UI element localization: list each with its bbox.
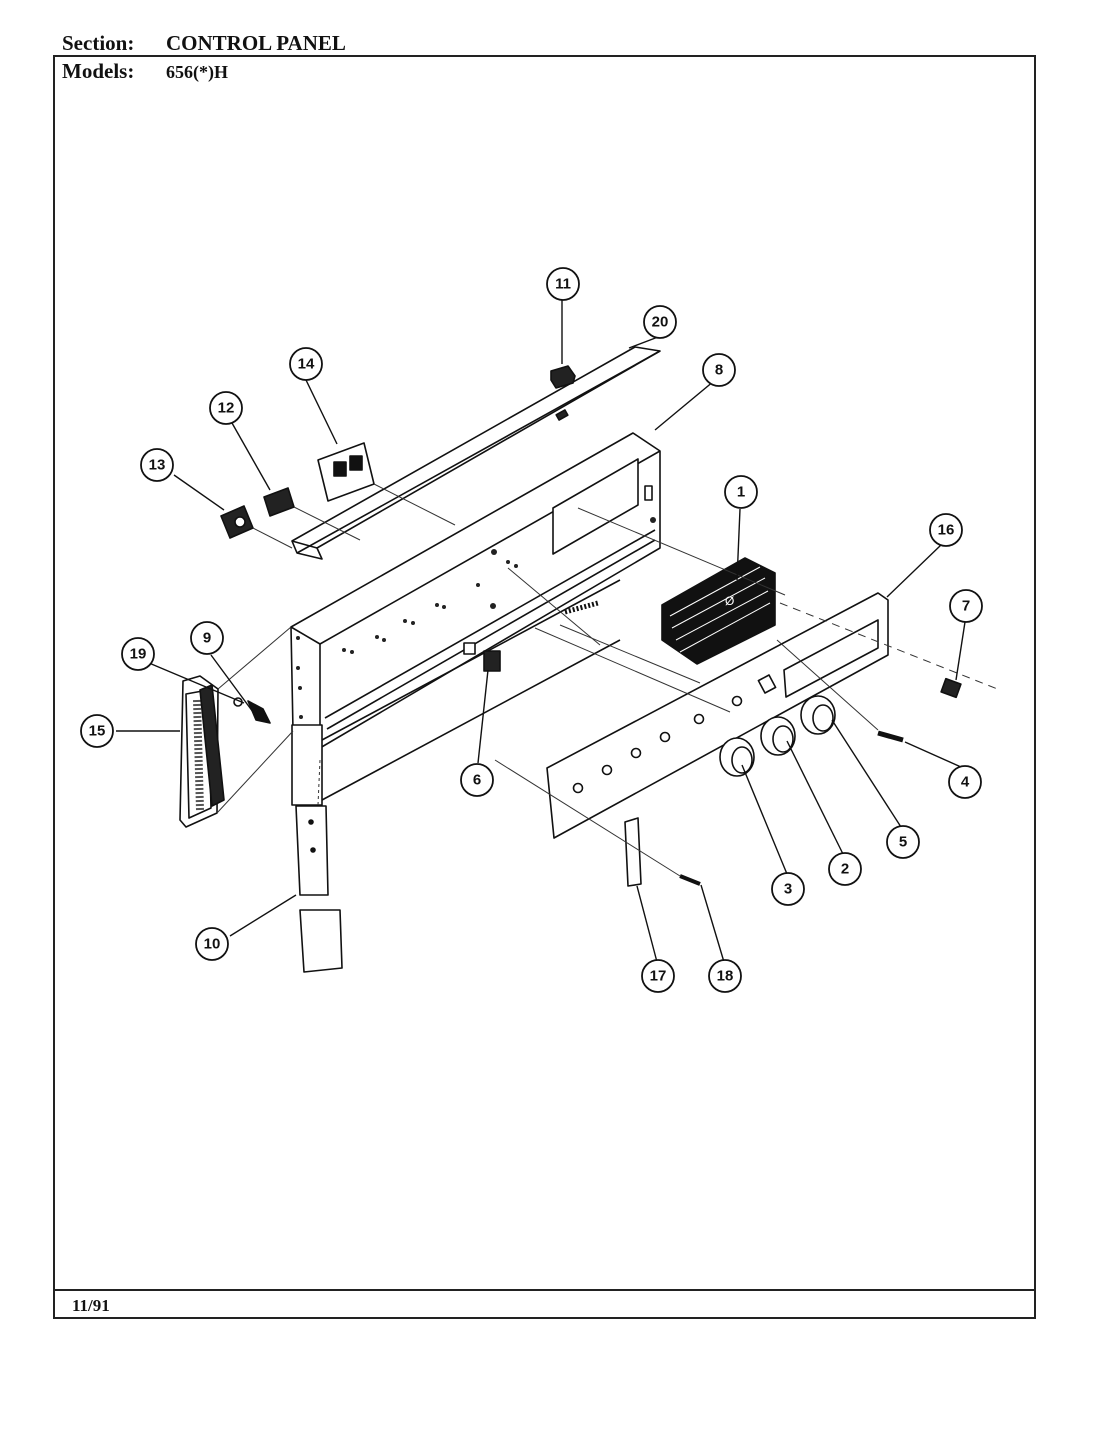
svg-text:Ø: Ø (725, 594, 734, 608)
svg-text:4: 4 (961, 774, 970, 791)
part-bulb-7 (940, 677, 962, 699)
section-row: Section: CONTROL PANEL (62, 32, 346, 54)
callout-1: 1 (724, 475, 758, 509)
callout-2: 2 (828, 852, 862, 886)
svg-text:2: 2 (841, 861, 849, 878)
callout-11: 11 (546, 267, 580, 301)
callout-6: 6 (460, 763, 494, 797)
page-frame (53, 55, 1036, 1319)
svg-text:8: 8 (715, 362, 723, 379)
callout-15: 15 (80, 714, 114, 748)
svg-text:11: 11 (555, 276, 571, 293)
svg-text:20: 20 (652, 314, 669, 331)
part-switch-block (317, 442, 375, 502)
svg-text:18: 18 (717, 968, 734, 985)
part-connector-6 (483, 650, 501, 672)
part-knob-5 (800, 695, 836, 735)
part-switch-small (263, 487, 295, 517)
part-screw-4 (877, 730, 904, 743)
part-clock-board: Ø (661, 557, 776, 665)
part-top-trim-strip (291, 346, 661, 560)
callout-16: 16 (929, 513, 963, 547)
callout-17: 17 (641, 959, 675, 993)
part-front-panel (546, 592, 889, 839)
part-switch-top (550, 365, 576, 389)
part-bracket (295, 805, 343, 973)
callout-5: 5 (886, 825, 920, 859)
callout-8: 8 (702, 353, 736, 387)
callout-18: 18 (708, 959, 742, 993)
callout-4: 4 (948, 765, 982, 799)
svg-text:1: 1 (737, 484, 745, 501)
models-label: Models: (62, 59, 135, 83)
callout-20: 20 (643, 305, 677, 339)
callout-14: 14 (289, 347, 323, 381)
models-value: 656(*)H (166, 62, 228, 82)
revision-date: 11/91 (72, 1296, 110, 1315)
svg-text:6: 6 (473, 772, 481, 789)
callout-9: 9 (190, 621, 224, 655)
svg-text:10: 10 (204, 936, 221, 953)
svg-text:17: 17 (650, 968, 667, 985)
part-control-housing (290, 432, 661, 806)
svg-text:19: 19 (130, 646, 147, 663)
callout-19: 19 (121, 637, 155, 671)
svg-text:9: 9 (203, 630, 211, 647)
section-label: Section: (62, 31, 135, 55)
section-title: CONTROL PANEL (166, 31, 346, 55)
part-knob-3 (719, 737, 755, 777)
part-knob-2 (760, 716, 796, 756)
part-clip (624, 817, 642, 887)
footer-divider (53, 1289, 1036, 1291)
svg-text:5: 5 (899, 834, 907, 851)
part-switch-round (220, 505, 254, 539)
part-side-trim (179, 675, 225, 828)
models-row: Models: 656(*)H (62, 60, 228, 83)
callout-13: 13 (140, 448, 174, 482)
callout-3: 3 (771, 872, 805, 906)
callout-7: 7 (949, 589, 983, 623)
svg-text:14: 14 (298, 356, 315, 373)
part-screw-front (679, 874, 701, 886)
callout-10: 10 (195, 927, 229, 961)
svg-text:12: 12 (218, 400, 235, 417)
callouts: 1 2 3 4 5 6 7 8 9 10 11 12 13 14 15 16 1… (80, 267, 983, 993)
svg-text:13: 13 (149, 457, 166, 474)
svg-text:16: 16 (938, 522, 955, 539)
callout-12: 12 (209, 391, 243, 425)
svg-text:7: 7 (962, 598, 970, 615)
svg-text:3: 3 (784, 881, 792, 898)
svg-text:15: 15 (89, 723, 106, 740)
